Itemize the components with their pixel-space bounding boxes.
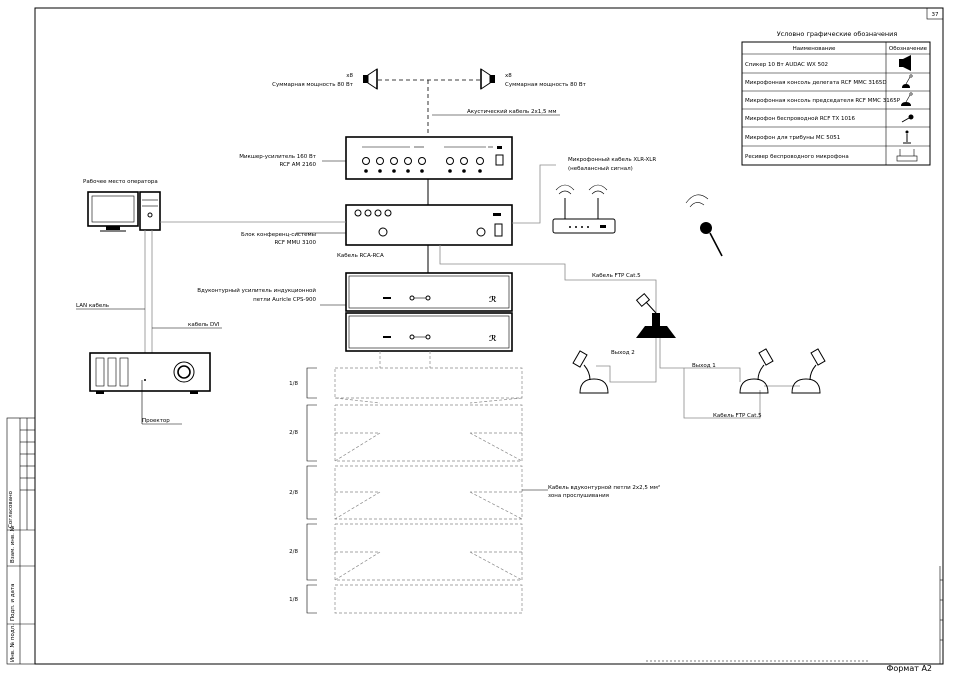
projector — [89, 352, 211, 394]
output-1-line — [659, 338, 741, 382]
handheld-wireless-mic — [685, 194, 723, 257]
conf-label-2: RCF MMU 3100 — [274, 240, 316, 246]
chairman-console — [635, 293, 676, 338]
legend-col-symbol: Обозначение — [889, 46, 928, 52]
format-label: Формат А2 — [886, 664, 932, 673]
chairman-mic-icon — [901, 92, 913, 106]
xlr-label-2: (небалансный сигнал) — [568, 165, 633, 172]
delegate-mic-icon — [902, 74, 913, 88]
zone-label: 2/8 — [289, 490, 298, 496]
induction-loop-amplifier: ℛ ℛ — [345, 272, 513, 352]
speaker-left-power: Суммарная мощность 80 Вт — [272, 82, 354, 88]
delegate-console — [791, 348, 826, 394]
loop-amp-label-1: Вдуконтурный усилитель индукционной — [197, 287, 316, 294]
ftp-cable-top — [439, 245, 657, 326]
legend-table: Условно графические обозначения Наименов… — [741, 30, 931, 166]
output-1-label: Выход 1 — [692, 363, 716, 369]
xlr-cable — [512, 164, 556, 224]
wireless-receiver — [552, 184, 616, 234]
legend-row-label: Спикер 10 Вт AUDAC WX 502 — [745, 62, 828, 68]
legend-row-label: Микрофонная консоль делегата RCF MMC 316… — [745, 80, 887, 86]
legend-row-label: Микрофон для трибуны MC 5051 — [745, 135, 840, 141]
xlr-label-1: Микрофонный кабель XLR-XLR — [568, 156, 656, 163]
mixer-amplifier — [345, 136, 513, 180]
speaker-icon — [899, 55, 911, 71]
delegate-console — [739, 348, 774, 394]
ftp-top-label: Кабель FTP Cat.5 — [592, 273, 641, 279]
legend-col-name: Наименование — [793, 46, 836, 52]
acoustic-cable-label: Акустический кабель 2х1,5 мм — [467, 108, 557, 115]
ftp-cable-bottom — [683, 368, 761, 419]
zone-brackets — [306, 367, 317, 614]
sheet-number-box — [926, 7, 944, 20]
auricle-logo-icon: ℛ — [489, 334, 497, 343]
sheet-frame — [34, 7, 944, 665]
zone-label: 1/8 — [289, 381, 298, 387]
zone-label: 2/8 — [289, 549, 298, 555]
workstation-label: Рабочее место оператора — [83, 179, 158, 185]
loop-cable-label-2: зона прослушивания — [548, 493, 609, 499]
dvi-cable-label: кабель DVI — [188, 322, 220, 328]
output-2-line — [596, 338, 657, 383]
amp-label-1: Микшер-усилитель 160 Вт — [239, 154, 317, 160]
left-title-block: Согласовано Взам. инв. № Подп. и дата Ин… — [6, 417, 36, 665]
legend-row-label: Микрофон беспроводной RCF TX 1016 — [745, 115, 856, 122]
delegate-console — [572, 350, 609, 394]
auricle-logo-icon: ℛ — [489, 295, 497, 304]
receiver-icon — [896, 149, 918, 162]
wireless-mic-icon — [901, 114, 914, 123]
speaker-left-count: x8 — [346, 73, 353, 79]
lan-cable-label: LAN кабель — [76, 303, 109, 309]
agreed-label: Согласовано — [8, 490, 14, 528]
sign-date-label: Подп. и дата — [10, 584, 16, 621]
podium-mic-icon — [903, 130, 911, 144]
speaker-right-power: Суммарная мощность 80 Вт — [505, 82, 587, 88]
legend-row-label: Ресивер беспроводного микрофона — [745, 154, 849, 160]
conference-unit — [345, 204, 513, 246]
sheet-number: 37 — [932, 12, 939, 18]
rca-cable-label: Кабель RCA-RCA — [337, 253, 384, 259]
output-2-label: Выход 2 — [611, 350, 635, 356]
inv-orig-label: Инв. № подл. — [10, 624, 16, 662]
ftp-bottom-label: Кабель FTP Cat.5 — [713, 413, 762, 419]
speaker-left — [363, 68, 378, 90]
inv-sub-label: Взам. инв. № — [10, 525, 16, 563]
zone-label: 1/8 — [289, 597, 298, 603]
operator-workstation — [87, 191, 161, 232]
induction-loop-zones — [334, 367, 523, 614]
speaker-right — [480, 68, 495, 90]
corner-stamp-lines — [646, 566, 943, 664]
projector-label: Проектор — [142, 418, 170, 424]
speaker-right-count: x8 — [505, 73, 512, 79]
zone-label: 2/8 — [289, 430, 298, 436]
loop-cable-label-1: Кабель вдуконтурной петли 2х2,5 мм² — [548, 484, 660, 491]
amp-label-2: RCF AM 2160 — [279, 162, 316, 168]
conf-label-1: Блок конференц-системы — [241, 232, 316, 238]
legend-title: Условно графические обозначения — [777, 30, 898, 38]
legend-row-label: Микрофонная консоль председателя RCF MMC… — [745, 98, 901, 104]
loop-amp-label-2: петли Auricle CPS-900 — [253, 297, 316, 303]
